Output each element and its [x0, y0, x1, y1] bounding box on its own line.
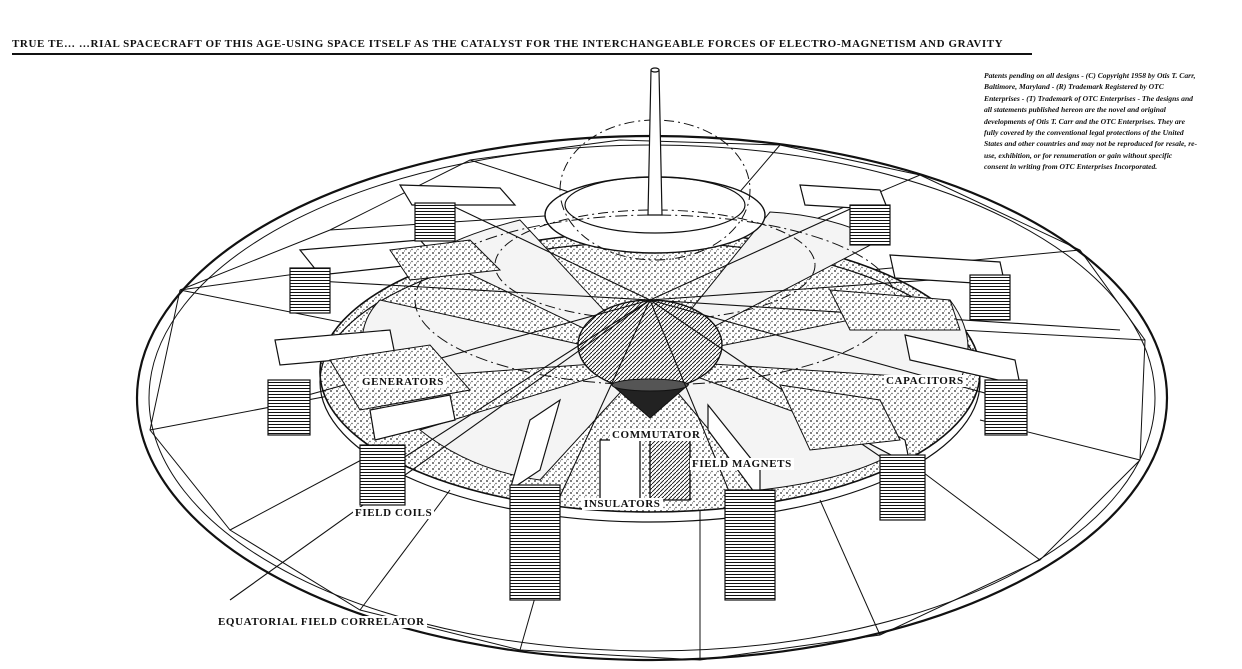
label-capacitors: CAPACITORS [884, 375, 966, 387]
label-equatorial-field-correlator: EQUATORIAL FIELD CORRELATOR [216, 616, 427, 628]
mast [647, 67, 663, 216]
label-field-magnets: FIELD MAGNETS [690, 458, 794, 470]
label-field-coils: FIELD COILS [353, 507, 435, 519]
copyright-notice: Patents pending on all designs - (C) Cop… [984, 71, 1198, 172]
label-insulators: INSULATORS [582, 498, 663, 510]
insulator-blocks [599, 439, 691, 501]
field-magnet-units [267, 184, 1028, 601]
label-commutator: COMMUTATOR [610, 429, 703, 441]
label-generators: GENERATORS [360, 376, 447, 388]
diagram-headline: TRUE TE… …RIAL SPACECRAFT OF THIS AGE-US… [12, 38, 1032, 55]
